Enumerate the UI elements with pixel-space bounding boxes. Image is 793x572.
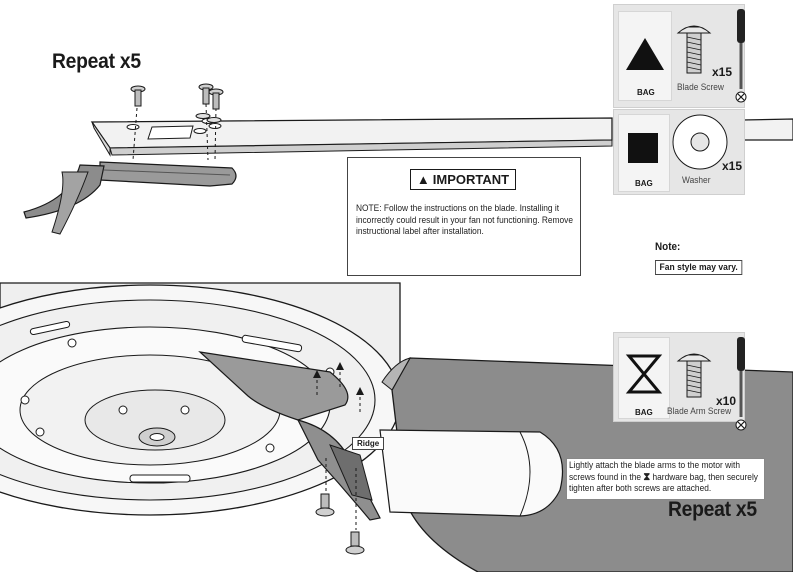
attach-instruction-before: Lightly attach the blade arms to the mot… [569,460,741,483]
washer-icon [672,114,728,170]
important-title: ▲ IMPORTANT [410,169,516,190]
bag-label: BAG [635,179,653,188]
hourglass-icon: ⧗ [643,470,651,483]
part-name: Blade Screw [677,82,724,93]
motor-housing [0,282,401,516]
part-name: Washer [682,175,711,186]
hourglass-bag-icon [625,354,663,394]
bottom-screws [315,493,365,555]
bottom-repeat-label: Repeat x5 [668,498,757,521]
bag-tile: BAG [618,11,672,101]
part-name: Blade Arm Screw [667,406,732,417]
quantity-label: x10 [716,394,737,408]
square-bag-icon [628,133,658,163]
quantity-label: x15 [722,159,743,173]
screwdriver-icon [735,337,747,431]
screw-icon [676,353,712,398]
bag-label: BAG [635,408,653,417]
bag-tile: BAG [618,337,670,419]
blade-screw-hardware-box: BAG x15 Blade Screw [613,4,747,108]
washer-hardware-box: BAG x15 Washer [613,109,745,195]
bag-label: BAG [637,88,655,97]
quantity-label: x15 [712,65,733,79]
fan-style-note: Fan style may vary. [655,260,743,275]
screwdriver-icon [735,9,747,103]
bottom-arrows [313,362,364,395]
top-repeat-label: Repeat x5 [52,50,141,73]
bottom-dash-lines [316,372,361,530]
blade-arm-screw-hardware-box: BAG x10 Blade Arm Screw [613,332,747,431]
bottom-blade-arm [198,351,381,521]
important-note: NOTE: Follow the instructions on the bla… [356,203,574,237]
bag-tile: BAG [618,114,670,192]
screw-icon [676,25,712,74]
ridge-label: Ridge [352,437,385,450]
top-screws [130,83,224,123]
top-dash-lines [132,103,217,161]
warning-icon: ▲ [416,172,430,187]
attach-instruction: Lightly attach the blade arms to the mot… [566,458,765,500]
important-title-text: IMPORTANT [432,172,510,187]
attach-instruction-after: hardware bag, then securely tighten afte… [569,471,758,495]
top-blade-arm [23,161,237,235]
important-notice: ▲ IMPORTANT NOTE: Follow the instruction… [347,157,581,276]
side-note-label: Note: [655,241,681,253]
top-blade [90,117,793,157]
triangle-bag-icon [626,38,664,70]
